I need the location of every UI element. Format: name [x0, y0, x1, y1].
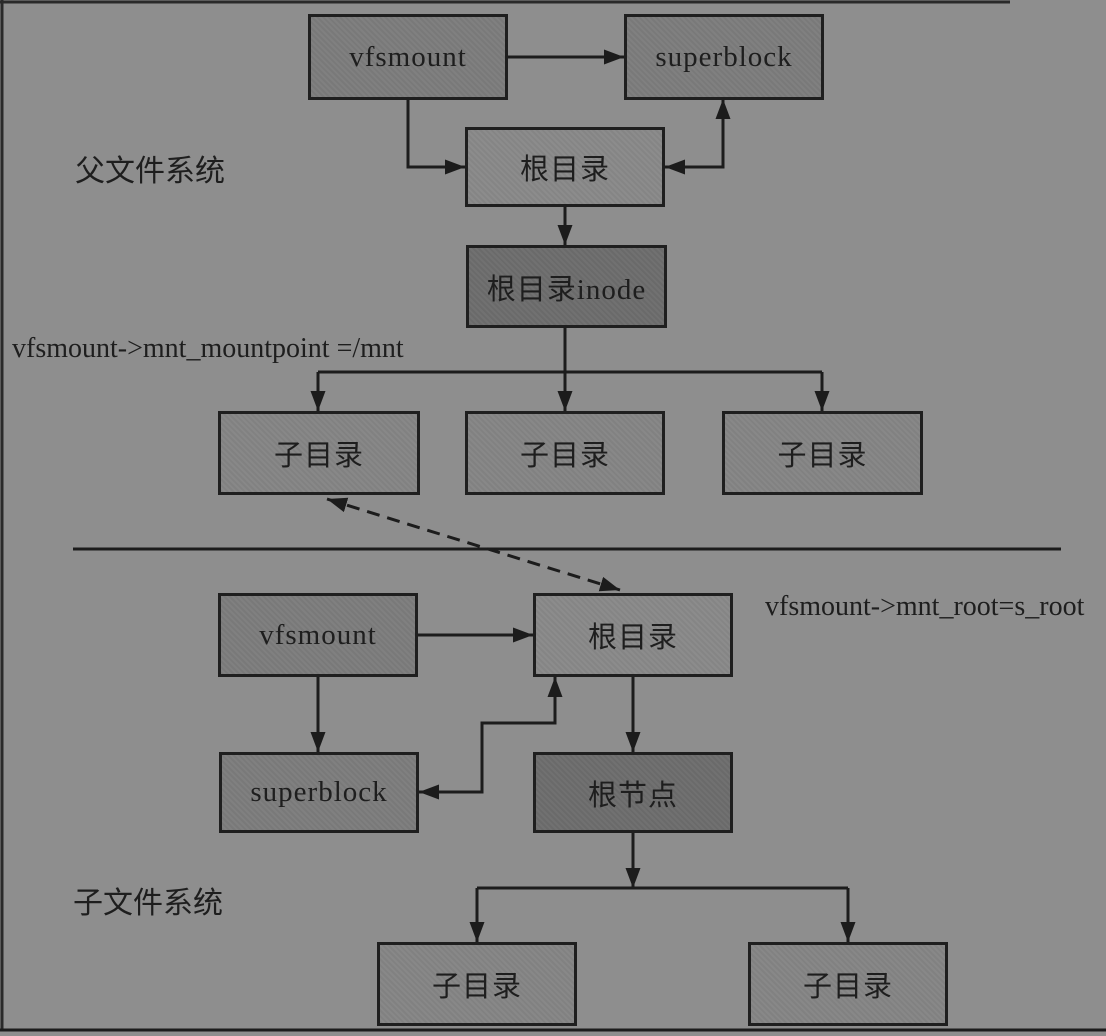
dashed-arrow-subdir-mount-link: [326, 497, 621, 592]
node-parent-subdir-3: 子目录: [722, 411, 923, 495]
node-parent-superblock: superblock: [624, 14, 824, 100]
node-parent-subdir-2: 子目录: [465, 411, 665, 495]
node-parent-root-inode: 根目录inode: [466, 245, 667, 328]
node-child-root-node: 根节点: [533, 752, 733, 833]
arrow-parent-rootdir-superblock-bidirectional: [665, 99, 731, 175]
child-section-label: 子文件系统: [73, 887, 223, 920]
node-child-subdir-1: 子目录: [377, 942, 577, 1026]
mnt-mountpoint-annotation: vfsmount->mnt_mountpoint =/mnt: [12, 333, 404, 364]
parent-section-label: 父文件系统: [75, 155, 225, 188]
node-child-vfsmount: vfsmount: [218, 593, 418, 677]
arrow-child-rootdir-superblock-bidirectional: [419, 677, 563, 800]
arrow-parent-vfsmount-to-rootdir: [406, 99, 465, 175]
node-child-root-dir: 根目录: [533, 593, 733, 677]
node-parent-root-dir: 根目录: [465, 127, 665, 207]
node-parent-subdir-1: 子目录: [218, 411, 420, 495]
node-child-subdir-2: 子目录: [748, 942, 948, 1026]
mnt-root-annotation: vfsmount->mnt_root=s_root: [765, 591, 1085, 622]
node-child-superblock: superblock: [219, 752, 419, 833]
node-parent-vfsmount: vfsmount: [308, 14, 508, 100]
